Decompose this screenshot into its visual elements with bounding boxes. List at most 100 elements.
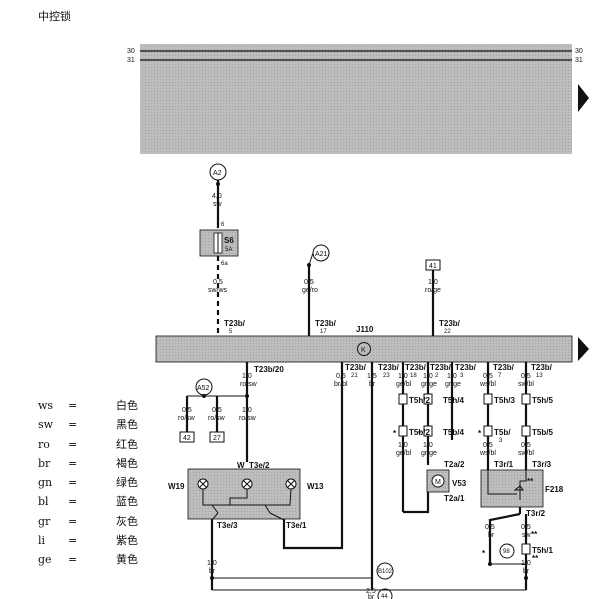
legend-name: 黑色: [116, 418, 138, 432]
legend-code: bl: [38, 495, 49, 509]
legend-row: ge=黄色: [38, 550, 138, 569]
svg-text:sw/bl: sw/bl: [518, 381, 534, 388]
ref-a2-label: A2: [213, 170, 222, 177]
svg-text:T5h/4: T5h/4: [443, 396, 464, 405]
motor-icon: [431, 474, 445, 488]
svg-text:W19: W19: [168, 482, 185, 491]
svg-text:1,0: 1,0: [242, 407, 252, 414]
svg-text:T3e/3: T3e/3: [217, 521, 238, 530]
legend-row: br=褐色: [38, 454, 138, 473]
legend-eq: =: [68, 399, 78, 412]
svg-text:0,5: 0,5: [483, 373, 493, 380]
relay-panel: [140, 44, 572, 154]
svg-text:T5b/4: T5b/4: [443, 428, 464, 437]
legend-eq: =: [68, 418, 78, 432]
svg-text:0,5: 0,5: [521, 373, 531, 380]
svg-text:V53: V53: [452, 479, 467, 488]
svg-text:0,5: 0,5: [212, 407, 222, 414]
svg-text:1,0: 1,0: [423, 373, 433, 380]
svg-text:T23b/20: T23b/20: [254, 365, 284, 374]
svg-text:1,5: 1,5: [367, 373, 377, 380]
svg-text:ro/sw: ro/sw: [178, 415, 196, 422]
legend-eq: =: [68, 514, 78, 528]
svg-text:br: br: [523, 568, 530, 575]
svg-text:T23b/: T23b/: [405, 363, 427, 372]
svg-text:7: 7: [498, 373, 502, 379]
svg-text:ro/sw: ro/sw: [208, 415, 226, 422]
svg-text:ro/sw: ro/sw: [240, 381, 258, 388]
continue-arrow-icon[interactable]: [578, 84, 589, 112]
svg-text:br: br: [209, 568, 216, 575]
svg-text:ge/bl: ge/bl: [396, 381, 412, 388]
legend-row: sw=黑色: [38, 415, 138, 434]
rail-31-right-label: 31: [575, 57, 583, 64]
module-k-symbol: K: [361, 347, 366, 354]
legend-row: bl=蓝色: [38, 492, 138, 511]
svg-text:T2a/2: T2a/2: [444, 460, 465, 469]
legend-name: 红色: [116, 437, 138, 451]
svg-text:ge/bl: ge/bl: [396, 450, 412, 457]
door-lock-connectors: T23b/ 18 T23b/ 2 T23b/ 3 1,0 ge/bl 1,0 g…: [393, 362, 477, 514]
svg-text:1,0: 1,0: [398, 442, 408, 449]
fuse-out-color: sw/ws: [208, 287, 228, 294]
svg-text:ge/ro: ge/ro: [302, 287, 318, 294]
svg-text:T5h/5: T5h/5: [532, 396, 553, 405]
ref-box-27: [209, 431, 225, 443]
svg-text:T3r/2: T3r/2: [526, 509, 546, 518]
legend-row: ws=白色: [38, 396, 138, 415]
legend-name: 黄色: [116, 553, 138, 567]
svg-text:ro/ge: ro/ge: [425, 287, 441, 294]
legend-row: ro=红色: [38, 435, 138, 454]
svg-text:**: **: [531, 530, 538, 539]
svg-text:2: 2: [435, 373, 439, 379]
fuse-s6-label: S6: [224, 236, 234, 245]
continue-arrow-icon-2[interactable]: [578, 337, 589, 361]
svg-text:T5h/1: T5h/1: [532, 546, 553, 555]
lock-unit-box: [480, 469, 544, 508]
svg-text:T5b/: T5b/: [494, 428, 511, 437]
rail-31-left-label: 31: [127, 57, 135, 64]
svg-text:0,5: 0,5: [521, 442, 531, 449]
legend-code: ws: [38, 399, 54, 412]
legend-eq: =: [68, 456, 78, 470]
svg-text:1,0: 1,0: [398, 373, 408, 380]
svg-text:0,5: 0,5: [182, 407, 192, 414]
svg-text:13: 13: [536, 373, 543, 379]
svg-text:41: 41: [429, 263, 437, 270]
rail-30-left-label: 30: [127, 48, 135, 55]
svg-text:ws/bl: ws/bl: [479, 381, 496, 388]
page-title: 中控锁: [38, 11, 71, 23]
legend-eq: =: [68, 437, 78, 451]
ref-box-42: [179, 431, 195, 443]
svg-text:M: M: [435, 479, 441, 486]
svg-text:22: 22: [444, 329, 451, 335]
fuse-s6-rating: 5A: [225, 247, 232, 253]
svg-text:*: *: [482, 549, 486, 558]
svg-text:*: *: [418, 429, 422, 438]
svg-text:T2a/1: T2a/1: [444, 494, 465, 503]
svg-text:T5h/3: T5h/3: [494, 396, 515, 405]
svg-text:44: 44: [381, 594, 388, 599]
legend-name: 绿色: [116, 476, 138, 490]
svg-text:T23b/: T23b/: [378, 363, 400, 372]
svg-text:W13: W13: [307, 482, 324, 491]
svg-text:1,0: 1,0: [428, 279, 438, 286]
svg-text:br: br: [488, 532, 495, 539]
svg-text:T23b/: T23b/: [455, 363, 477, 372]
legend-row: li=紫色: [38, 531, 138, 550]
svg-text:5: 5: [229, 329, 233, 335]
svg-text:23: 23: [383, 373, 390, 379]
legend-eq: =: [68, 476, 78, 490]
rail-30-right-label: 30: [575, 48, 583, 55]
fuse-in-gauge: 4,0: [212, 193, 222, 200]
svg-text:B102: B102: [378, 569, 393, 575]
legend-name: 灰色: [116, 514, 138, 528]
legend-row: gn=绿色: [38, 473, 138, 492]
legend-name: 蓝色: [116, 495, 138, 509]
svg-text:**: **: [527, 477, 534, 486]
legend-row: gr = 灰色: [38, 512, 138, 531]
legend-code: gr: [38, 514, 51, 528]
svg-text:0,5: 0,5: [304, 279, 314, 286]
conn-t23b-5: T23b/: [224, 319, 246, 328]
svg-text:sw/bl: sw/bl: [518, 450, 534, 457]
